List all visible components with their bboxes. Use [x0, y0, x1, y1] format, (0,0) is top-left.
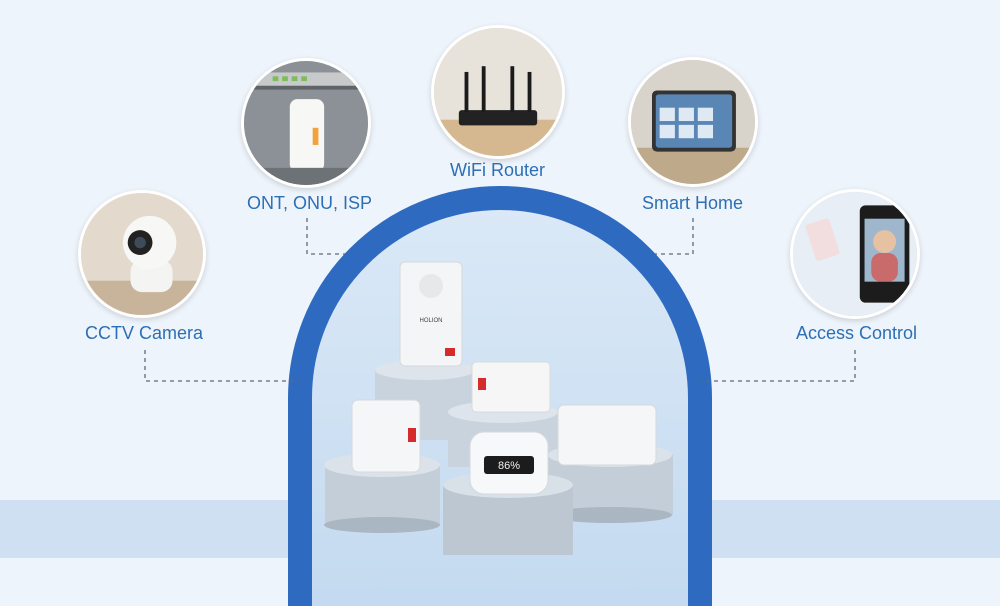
cctv-camera-photo [78, 190, 206, 318]
label-wifi-router: WiFi Router [450, 160, 546, 180]
face-recognition-icon [793, 192, 917, 316]
plug-adapter-large [399, 261, 463, 367]
display-reading: 86% [498, 460, 520, 472]
ups-box-small [471, 361, 551, 413]
cctv-camera-icon [81, 193, 203, 315]
access-control-photo [790, 189, 920, 319]
smart-home-photo [628, 57, 758, 187]
label-smart-home: Smart Home [642, 193, 744, 213]
label-access-control: Access Control [796, 323, 918, 343]
label-cctv-camera: CCTV Camera [85, 323, 204, 343]
plug-adapter-cube [351, 399, 421, 473]
brand-text: HOLION [419, 318, 442, 324]
wifi-router-photo [431, 25, 565, 159]
ont-device-photo [241, 58, 371, 188]
smart-panel-icon [631, 60, 755, 184]
mini-ups-display [469, 431, 549, 495]
label-ont-onu-isp: ONT, ONU, ISP [247, 193, 373, 213]
wifi-router-icon [434, 28, 562, 156]
ont-router-icon [244, 61, 368, 185]
product-stage: HOLION 86% [324, 261, 673, 555]
ups-box-flat [557, 404, 657, 466]
